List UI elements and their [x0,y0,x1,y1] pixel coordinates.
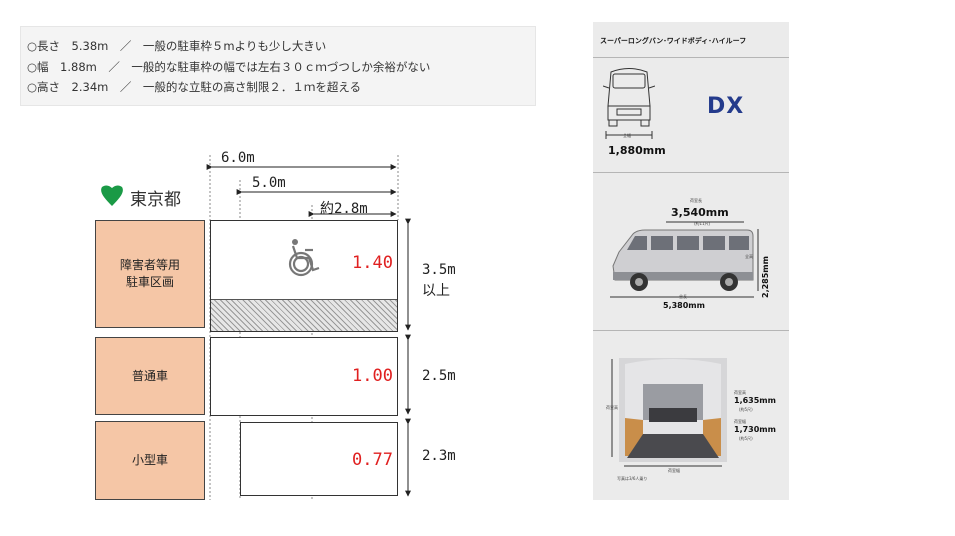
length-line [610,296,754,298]
hatched-area [211,299,397,331]
note-length: ○長さ 5.38m ／ 一般の駐車枠５mよりも少し大きい [27,39,327,53]
cargo-width-label: 荷室幅 [734,419,746,424]
cargo-length-line [666,221,744,223]
separator-2 [593,172,789,173]
slot-standard [210,337,398,416]
cargo-height-value: 1,635mm [734,396,776,405]
length-value: 5,380mm [663,301,705,310]
van-front-view [603,68,655,127]
interior-floor-label: 荷室幅 [668,468,680,473]
height-compact: 2.3m [422,448,456,464]
wheelchair-icon [288,239,320,277]
note-width: ○幅 1.88m ／ 一般的な駐車枠の幅では左右３０ｃｍづつしか余裕がない [27,59,431,74]
width-dimension-line [605,131,653,139]
grade-badge: DX [707,94,745,119]
note-height: ○高さ 2.34m ／ 一般的な立駐の高さ制限２．１ｍを超える [27,80,361,94]
category-standard: 普通車 [95,337,205,415]
height-accessible: 3.5m 以上 [422,262,456,299]
cargo-length-label: 荷室長 [690,198,702,203]
length-label: 全長 [679,294,687,299]
slot-accessible [210,220,398,332]
height-standard: 2.5m [422,368,456,384]
width-label: 全幅 [623,133,631,138]
ratio-compact: 0.77 [352,450,393,470]
interior-width-line [624,465,722,467]
slot-compact [240,422,398,496]
cargo-height-label: 荷室高 [734,390,746,395]
ratio-standard: 1.00 [352,366,393,386]
separator-3 [593,330,789,331]
tokyo-ginkgo-icon [101,185,123,206]
width-value: 1,880mm [608,144,666,157]
cargo-width-value: 1,730mm [734,425,776,434]
total-height-label: 全高 [745,254,753,259]
photo-caption: 写真は3/6人乗り [617,476,648,481]
cargo-length-value: 3,540mm [671,206,729,219]
interior-side-label: 荷室高 [606,405,618,410]
separator-1 [593,57,789,58]
dim-5m: 5.0m [252,175,286,191]
category-accessible: 障害者等用 駐車区画 [95,220,205,328]
brochure-title: スーパーロングバン･ワイドボディ･ハイルーフ [600,37,747,45]
cargo-height-note: (約5尺) [739,407,753,412]
notes-box: ○長さ 5.38m ／ 一般の駐車枠５mよりも少し大きい ○幅 1.88m ／ … [20,26,536,106]
total-height-line [757,229,759,291]
cargo-width-note: (約5尺) [739,436,753,441]
van-spec-brochure: スーパーロングバン･ワイドボディ･ハイルーフ 全幅 1,880mm DX 荷室長… [593,22,789,500]
van-side-view [612,229,754,291]
cargo-length-note: (約11尺) [694,221,711,226]
interior-height-line [611,359,613,457]
ratio-accessible: 1.40 [352,253,393,273]
cargo-interior-photo [619,358,727,462]
dim-2_8m: 約2.8m [320,201,368,217]
tokyo-logo-text: 東京都 [130,190,181,210]
total-height-value: 2,285mm [761,256,770,298]
parking-diagram: 6.0m 5.0m 約2.8m 東京都 障害者等用 駐車区画 1.40 3.5m… [95,150,456,500]
category-compact: 小型車 [95,421,205,500]
dim-6m: 6.0m [221,150,255,166]
